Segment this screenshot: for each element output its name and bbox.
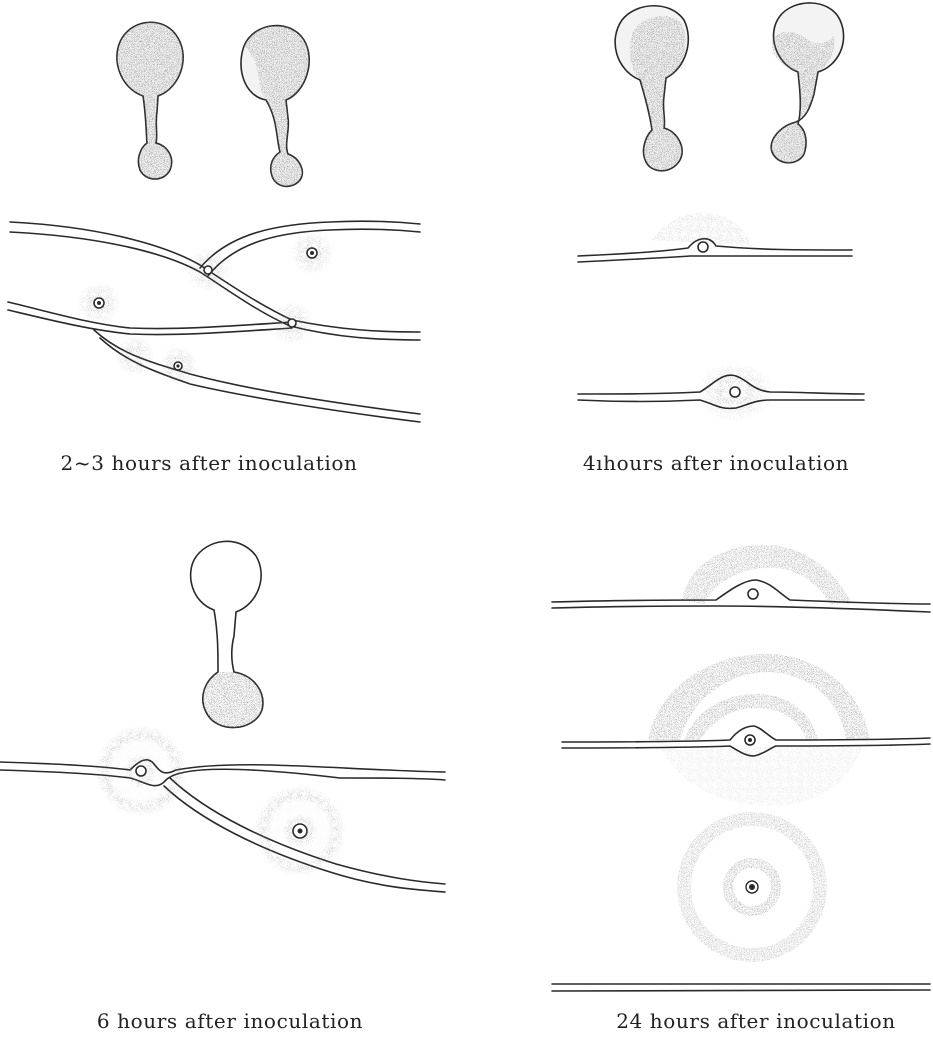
hypha-double-arch-lesion [562,654,930,806]
germinating-spore [771,3,843,163]
infection-halo [77,281,121,325]
hypha-early-lesion [578,213,852,262]
germinating-spore [241,26,309,187]
hypha-expanding-lesion [578,362,864,422]
infection-halo [186,248,230,292]
panel-24-hours [552,545,930,991]
infection-halo [290,231,334,275]
hypha-plain [552,984,930,991]
panel-4-hours [578,3,864,422]
caption-4-hours: 4ıhours after inoculation [583,451,849,475]
hyphae [0,760,445,892]
germinating-spore [117,22,183,179]
caption-2-3-hours: 2~3 hours after inoculation [61,451,358,475]
caption-24-hours: 24 hours after inoculation [616,1009,896,1033]
caption-6-hours: 6 hours after inoculation [97,1009,363,1033]
germinating-spore [615,6,688,171]
panel-6-hours [0,541,445,892]
germinated-spore-emptied [191,541,263,727]
infection-halo [270,301,314,345]
hypha-arched-lesion [552,545,930,612]
infection-halo [95,725,187,817]
infection-halo [158,346,198,386]
concentric-ring-lesion [684,819,820,955]
infection-halo [115,336,155,376]
panel-2-3-hours [8,22,420,422]
infection-halo-ring [254,785,346,877]
